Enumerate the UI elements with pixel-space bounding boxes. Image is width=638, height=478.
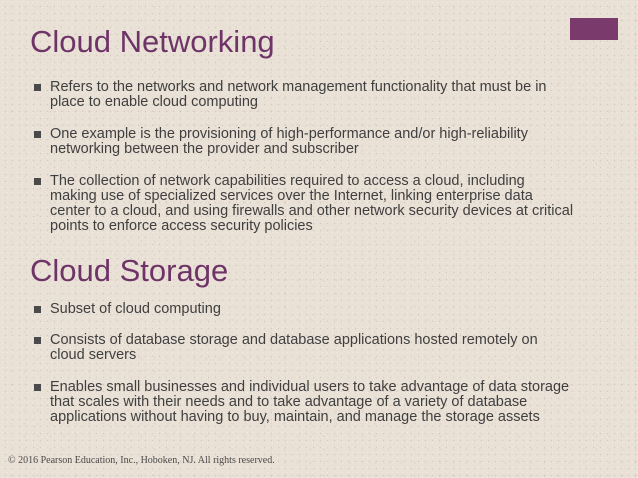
section-title-cloud-networking: Cloud Networking (30, 24, 275, 59)
square-bullet-icon (34, 337, 41, 344)
bullet-item: The collection of network capabilities r… (34, 174, 574, 234)
bullet-item: Enables small businesses and individual … (34, 380, 574, 425)
bullet-text: Subset of cloud computing (50, 301, 221, 317)
square-bullet-icon (34, 306, 41, 313)
bullet-text: Consists of database storage and databas… (50, 332, 538, 363)
bullet-item: One example is the provisioning of high-… (34, 127, 574, 157)
square-bullet-icon (34, 178, 41, 185)
square-bullet-icon (34, 84, 41, 91)
section-title-cloud-storage: Cloud Storage (30, 253, 229, 288)
bullet-item: Subset of cloud computing (34, 302, 574, 317)
bullet-text: Refers to the networks and network manag… (50, 79, 547, 110)
bullet-text: Enables small businesses and individual … (50, 379, 570, 425)
bullet-text: The collection of network capabilities r… (50, 173, 574, 234)
square-bullet-icon (34, 384, 41, 391)
copyright-footer: © 2016 Pearson Education, Inc., Hoboken,… (8, 455, 275, 466)
accent-box (570, 18, 618, 40)
bullet-item: Consists of database storage and databas… (34, 333, 574, 363)
square-bullet-icon (34, 131, 41, 138)
bullet-text: One example is the provisioning of high-… (50, 126, 528, 157)
bullet-item: Refers to the networks and network manag… (34, 80, 574, 110)
